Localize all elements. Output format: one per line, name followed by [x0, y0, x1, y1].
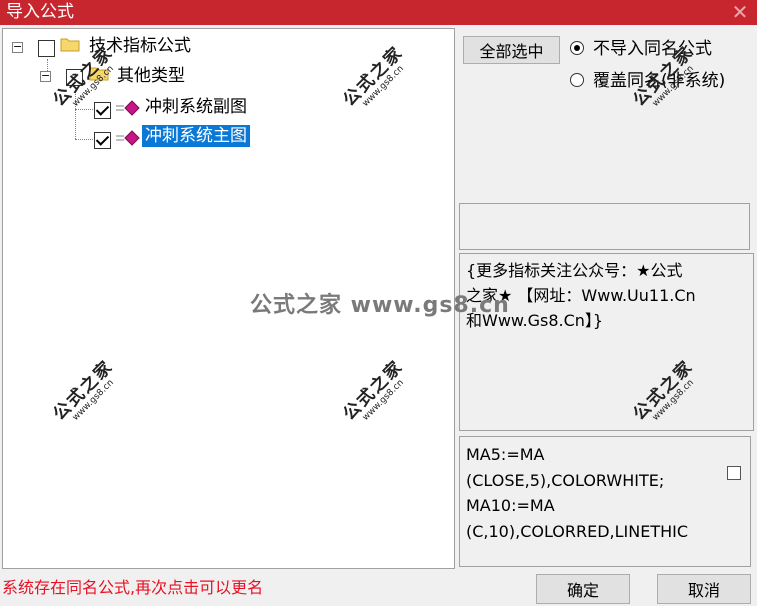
description-line: 之家★ 【网址：Www.Uu11.Cn	[466, 286, 696, 305]
radio-overwrite-same-name[interactable]	[570, 73, 584, 87]
item-checkbox[interactable]	[94, 102, 111, 119]
title-bar: 导入公式 ✕	[0, 0, 757, 25]
code-line: MA5:=MA	[466, 445, 545, 464]
tree-connector	[75, 87, 76, 139]
formula-code-panel[interactable]	[459, 436, 751, 567]
folder-icon	[60, 38, 80, 52]
select-all-button[interactable]: 全部选中	[463, 36, 560, 64]
tree-root-label[interactable]: 技术指标公式	[89, 36, 191, 56]
group-checkbox[interactable]	[66, 69, 83, 86]
formula-gem-icon	[116, 130, 140, 146]
status-message: 系统存在同名公式,再次点击可以更名	[2, 578, 264, 597]
tree-item-label-selected[interactable]: 冲刺系统主图	[142, 125, 250, 147]
close-icon[interactable]: ✕	[731, 0, 749, 24]
tree-connector	[75, 139, 99, 140]
tree-connector	[47, 59, 48, 79]
collapse-root-toggle[interactable]: −	[12, 40, 23, 53]
description-line: {更多指标关注公众号：★公式	[466, 261, 683, 280]
radio-skip-same-name[interactable]	[570, 41, 584, 55]
code-line: (C,10),COLORRED,LINETHIC	[466, 521, 689, 541]
tree-group-label[interactable]: 其他类型	[117, 66, 185, 86]
radio-skip-label[interactable]: 不导入同名公式	[593, 39, 712, 59]
collapse-group-toggle[interactable]: −	[40, 69, 51, 82]
ok-button[interactable]: 确定	[536, 574, 630, 604]
description-line: 和Www.Gs8.Cn】}	[466, 311, 604, 330]
folder-icon	[89, 67, 109, 81]
cancel-button[interactable]: 取消	[657, 574, 751, 604]
tree-connector	[75, 109, 99, 110]
code-line: MA10:=MA	[466, 496, 555, 515]
tree-item-label[interactable]: 冲刺系统副图	[145, 97, 247, 117]
radio-overwrite-label[interactable]: 覆盖同名(非系统)	[593, 71, 726, 91]
code-option-checkbox[interactable]	[727, 466, 741, 480]
formula-tree[interactable]: − 技术指标公式 − 其他类型 冲刺系统副图 冲刺系统主图	[2, 28, 455, 569]
window-title: 导入公式	[6, 2, 74, 22]
formula-code: MA5:=MA (CLOSE,5),COLORWHITE; MA10:=MA (…	[466, 442, 716, 544]
description-panel	[459, 253, 754, 431]
formula-gem-icon	[116, 100, 140, 116]
description-text: {更多指标关注公众号：★公式 之家★ 【网址：Www.Uu11.Cn 和Www.…	[466, 258, 744, 333]
item-checkbox[interactable]	[94, 132, 111, 149]
root-checkbox[interactable]	[38, 40, 55, 57]
code-line: (CLOSE,5),COLORWHITE;	[466, 470, 665, 490]
input-field[interactable]	[459, 203, 750, 250]
